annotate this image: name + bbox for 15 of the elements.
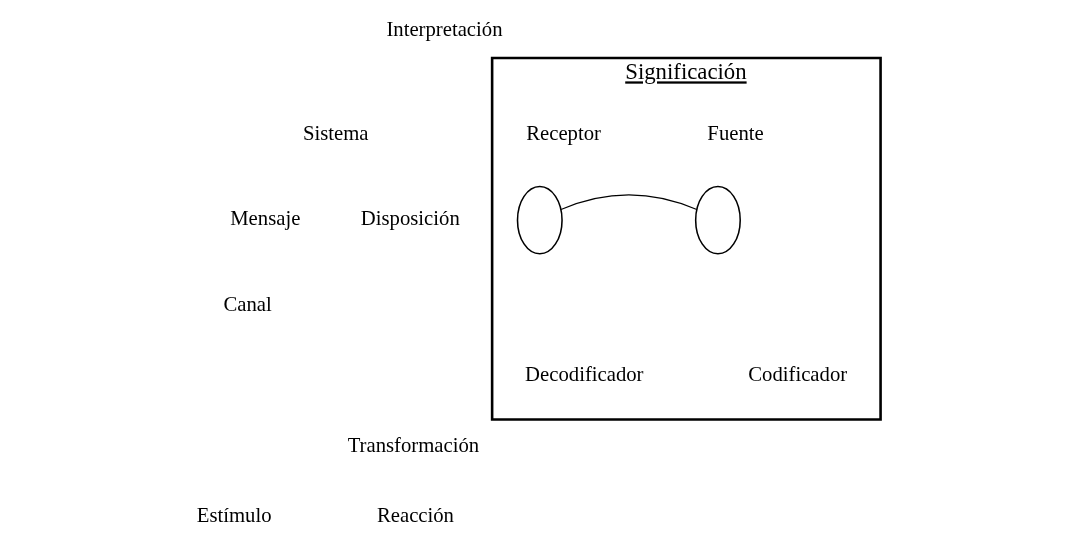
node-ellipse [516, 185, 563, 255]
label: Reacción [376, 504, 454, 527]
label: Fuente [706, 121, 764, 144]
label: Transformación [347, 433, 479, 456]
label: Canal [223, 292, 272, 315]
label: Codificador [747, 363, 847, 386]
label: Estímulo [196, 504, 272, 527]
label: Decodificador [524, 363, 644, 386]
node-ellipse [694, 185, 741, 255]
connector [560, 194, 697, 211]
label: Receptor [525, 121, 601, 144]
label: Disposición [360, 207, 460, 230]
label: Interpretación [385, 18, 503, 41]
label: Sistema [302, 121, 368, 144]
label: Mensaje [229, 207, 300, 230]
